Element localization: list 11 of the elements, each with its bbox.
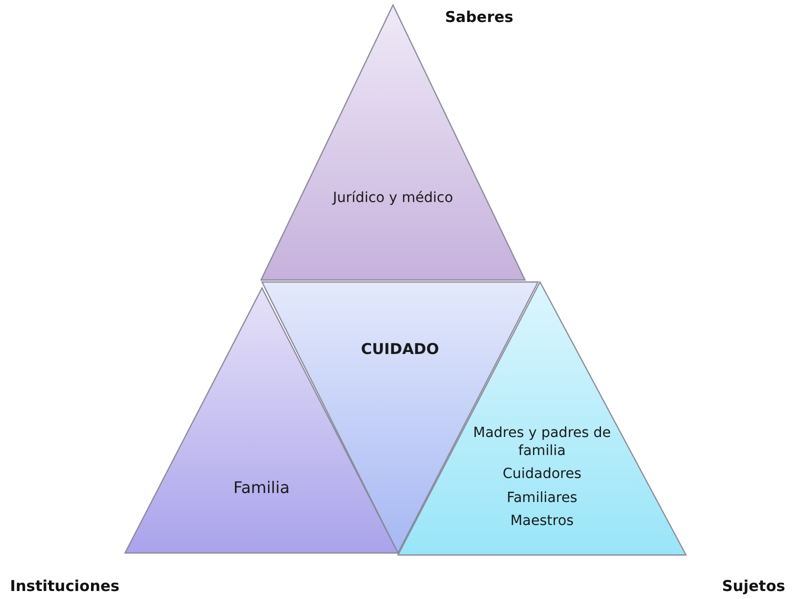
node-label: Familiares [506,490,578,507]
node-label: Madres y padres de familia [472,425,612,460]
heading-label: Sujetos [722,577,786,595]
node-label: Familia [233,478,290,498]
triangle-shape [261,5,525,280]
node-label: Jurídico y médico [332,190,454,208]
node-label: Cuidadores [502,466,582,484]
heading-label: Saberes [445,8,514,26]
node-label: CUIDADO [360,340,440,359]
node-label: Maestros [510,513,574,530]
heading-label: Instituciones [10,577,120,595]
